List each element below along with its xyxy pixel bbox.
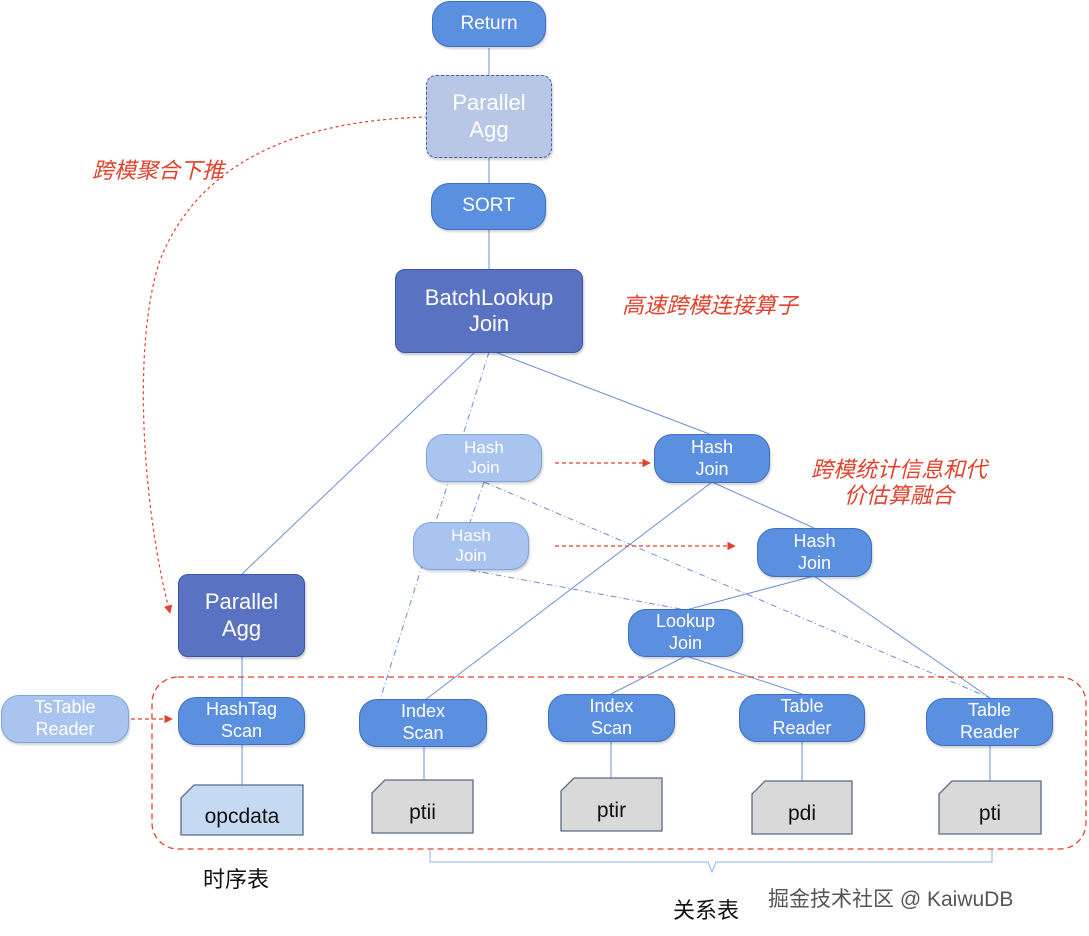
annotation-fast-join: 高速跨模连接算子 [622,293,799,318]
node-parallel-agg-pushed[interactable]: Parallel Agg [426,75,552,158]
node-lookup-join[interactable]: Lookup Join [628,609,743,657]
node-hashtag-scan[interactable]: HashTag Scan [178,697,305,745]
annotation-stats: 跨模统计信息和代 价估算融合 [796,457,1002,510]
relational-brace [429,850,993,874]
node-batchlookup-join[interactable]: BatchLookup Join [395,269,583,353]
node-return[interactable]: Return [432,1,546,47]
table-shape-pti [938,780,1042,835]
edge-hash4-tablereader2 [813,575,991,699]
edge-batch-hash2 [494,351,713,436]
node-hash-join-2[interactable]: Hash Join [654,434,770,483]
edge-hash4-lookup [685,575,815,611]
edge-lookup-tablereader1 [685,655,803,695]
table-shape-opcdata [180,784,304,836]
annotation-pushdown: 跨模聚合下推 [92,158,225,183]
table-opcdata: opcdata [204,804,280,828]
edge-hash3-lookup-dashed [469,569,687,611]
table-ptii: ptii [409,801,436,825]
table-pti: pti [978,802,1002,826]
scan-group-box [151,676,1087,850]
annotation-stats-line2: 价估算融合 [843,483,954,509]
pushdown-arrow [142,116,429,614]
table-ptir: ptir [596,799,627,823]
node-hash-join-4[interactable]: Hash Join [757,528,872,577]
group-label-relational: 关系表 [673,898,740,923]
edge-hash2-hash4 [711,481,815,529]
edge-hash1-hash3-dashed [469,481,485,523]
edge-hash1-tablereader2-dashed [483,481,991,699]
annotation-stats-line1: 跨模统计信息和代 [810,457,987,482]
group-label-timeseries: 时序表 [203,867,270,892]
watermark: 掘金技术社区 @ KaiwuDB [768,888,1014,911]
table-shape-ptii [371,779,474,834]
node-index-scan-1[interactable]: Index Scan [359,699,487,747]
node-parallel-agg[interactable]: Parallel Agg [178,574,305,657]
node-tstable-reader[interactable]: TsTable Reader [1,695,129,743]
node-index-scan-2[interactable]: Index Scan [548,694,675,742]
table-shape-pdi [751,780,853,835]
node-table-reader-1[interactable]: Table Reader [739,694,865,742]
node-table-reader-2[interactable]: Table Reader [926,698,1053,746]
table-shape-ptir [560,777,663,832]
table-pdi: pdi [787,802,817,826]
edge-batch-paragg [241,351,476,575]
node-hash-join-1[interactable]: Hash Join [426,434,542,482]
edge-hash2-indexscan [424,481,713,701]
edge-lookup-indexscan2 [610,655,687,695]
node-hash-join-3[interactable]: Hash Join [413,522,529,570]
node-sort[interactable]: SORT [431,183,546,230]
